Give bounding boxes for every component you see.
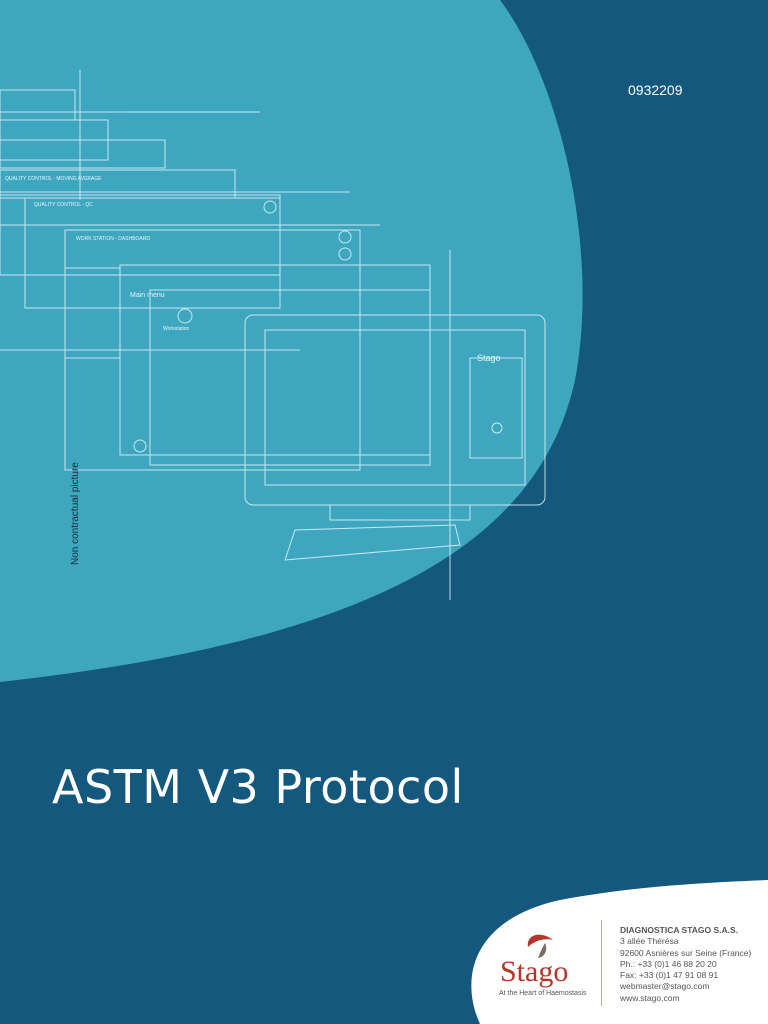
website-link[interactable]: www.stago.com bbox=[620, 992, 680, 1003]
stago-logo-mark bbox=[527, 934, 553, 958]
illustration-label: Workstation bbox=[163, 326, 190, 332]
side-note: Non contractual picture bbox=[70, 462, 81, 565]
page-title: ASTM V3 Protocol bbox=[52, 760, 464, 814]
address-line: 92600 Asnières sur Seine (France) bbox=[620, 947, 752, 958]
illustration-label: Stago bbox=[477, 353, 501, 363]
fax: Fax: +33 (0)1 47 91 08 91 bbox=[620, 970, 719, 981]
divider bbox=[601, 920, 602, 1006]
teal-blob bbox=[0, 0, 583, 682]
contact-block: DIAGNOSTICA STAGO S.A.S. 3 allée Thérésa… bbox=[620, 925, 751, 1004]
illustration-label: WORK STATION - DASHBOARD bbox=[76, 236, 150, 242]
document-number: 0932209 bbox=[628, 82, 683, 98]
illustration-label: Main menu bbox=[130, 292, 165, 299]
email-link[interactable]: webmaster@stago.com bbox=[620, 981, 710, 992]
company-name: DIAGNOSTICA STAGO S.A.S. bbox=[620, 925, 739, 935]
software-screens-illustration bbox=[0, 70, 546, 600]
white-footer-shape bbox=[471, 880, 768, 1024]
phone: Ph.: +33 (0)1 46 88 20 20 bbox=[620, 958, 717, 969]
stago-logo: Stago bbox=[500, 955, 569, 988]
logo-tagline: At the Heart of Haemostasis bbox=[499, 990, 587, 997]
address-line: 3 allée Thérésa bbox=[620, 936, 679, 947]
illustration-label: QUALITY CONTROL - QC bbox=[34, 202, 93, 208]
illustration-label: QUALITY CONTROL - MOVING AVERAGE bbox=[5, 176, 102, 182]
